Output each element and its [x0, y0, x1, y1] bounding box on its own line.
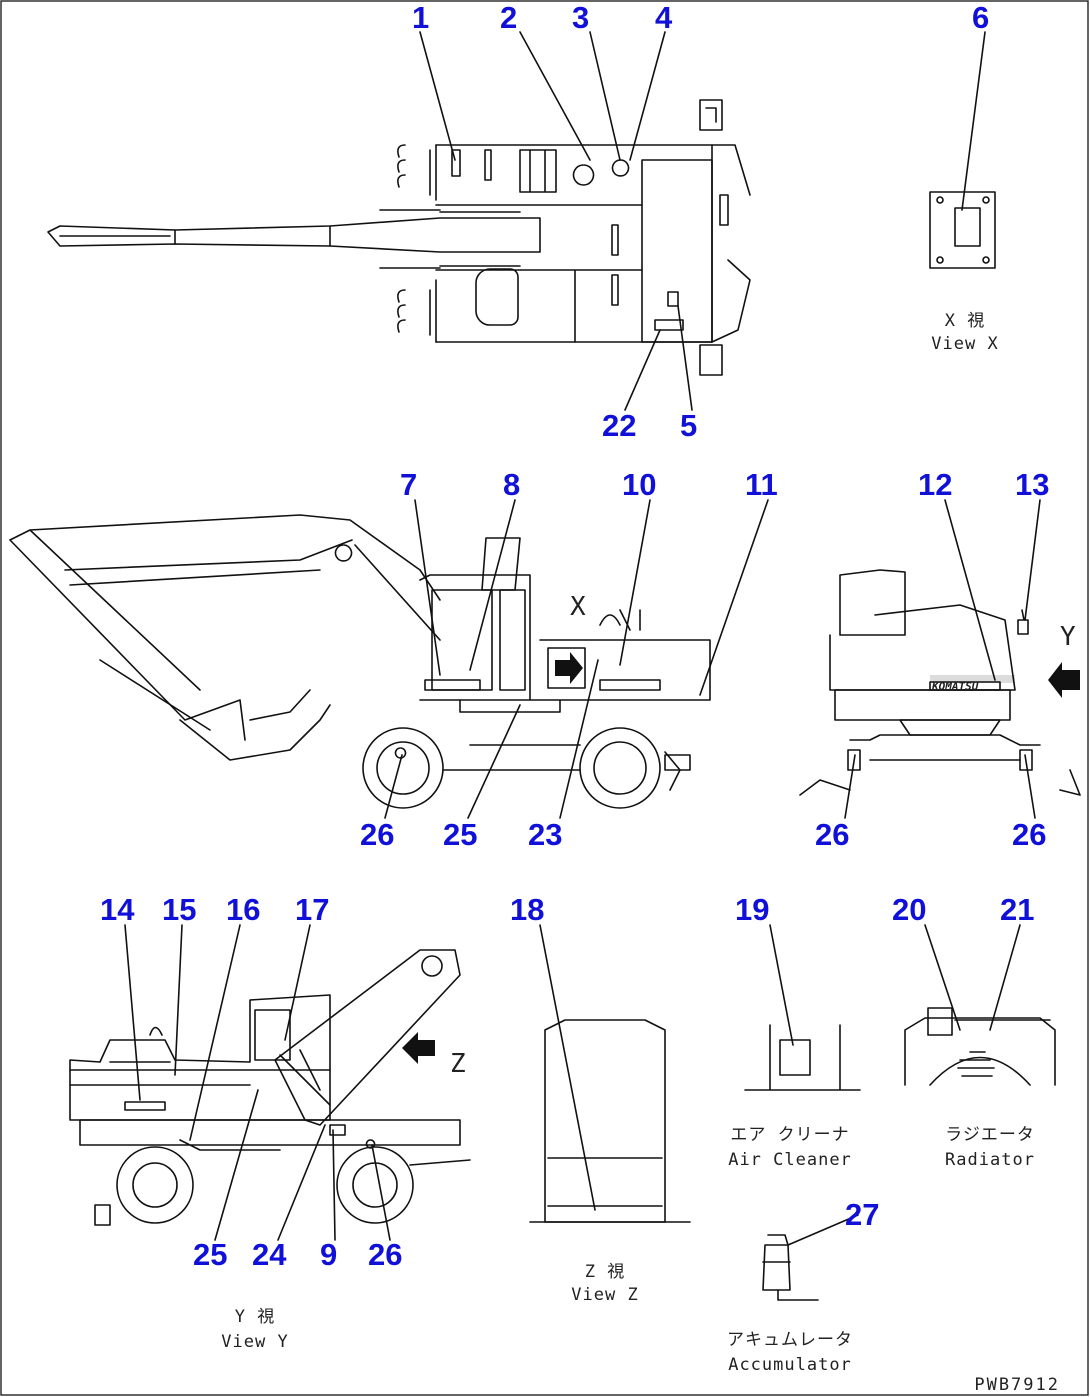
- callout-25-view-y: 25: [193, 1237, 227, 1272]
- callout-6: 6: [972, 0, 989, 35]
- callout-26-rear-left: 26: [815, 817, 849, 852]
- callout-25-side: 25: [443, 817, 477, 852]
- radiator-caption-en: Radiator: [945, 1150, 1035, 1170]
- callout-19: 19: [735, 892, 769, 927]
- accumulator-drawing: [762, 1234, 819, 1301]
- callout-8: 8: [503, 467, 520, 502]
- view-z-caption-jp: Z 視: [585, 1262, 625, 1282]
- callout-18: 18: [510, 892, 544, 927]
- view-y-caption-en: View Y: [221, 1332, 288, 1352]
- callout-5: 5: [680, 408, 697, 443]
- callout-15: 15: [162, 892, 196, 927]
- callout-3: 3: [572, 0, 589, 35]
- callout-numbers: 1 2 3 4 6 22 5 7 8 10 11 12 13 26 25 23 …: [100, 0, 1049, 1272]
- view-captions: X 視 View X Y 視 View Y Z 視 View Z エア クリーナ…: [221, 311, 1035, 1375]
- top-view-drawing: [47, 99, 751, 376]
- view-x-caption-jp: X 視: [945, 311, 985, 331]
- radiator-drawing: [904, 1007, 1056, 1086]
- accumulator-caption-jp: アキュムレータ: [727, 1330, 853, 1350]
- callout-27: 27: [845, 1197, 879, 1232]
- callout-26-side: 26: [360, 817, 394, 852]
- callout-13: 13: [1015, 467, 1049, 502]
- view-z-drawing: [529, 1019, 691, 1223]
- callout-2: 2: [500, 0, 517, 35]
- komatsu-brand-text: KOMATSU: [931, 680, 979, 693]
- callout-26-view-y: 26: [368, 1237, 402, 1272]
- view-z-caption-en: View Z: [571, 1285, 638, 1305]
- callout-1: 1: [412, 0, 429, 35]
- callout-11: 11: [745, 467, 778, 502]
- callout-10: 10: [622, 467, 656, 502]
- view-y-caption-jp: Y 視: [235, 1307, 275, 1327]
- air-cleaner-caption-jp: エア クリーナ: [730, 1125, 849, 1145]
- view-marker-x: X: [570, 592, 587, 622]
- rear-view-drawing: [799, 569, 1081, 796]
- callout-14: 14: [100, 892, 135, 927]
- view-y-drawing: [69, 949, 471, 1226]
- callout-26-rear-right: 26: [1012, 817, 1046, 852]
- callout-9: 9: [320, 1237, 337, 1272]
- leader-lines: [124, 31, 1041, 1246]
- air-cleaner-caption-en: Air Cleaner: [728, 1150, 852, 1170]
- drawing-code: PWB7912: [974, 1375, 1060, 1395]
- view-x-caption-en: View X: [931, 334, 998, 354]
- side-view-drawing: [9, 514, 711, 809]
- view-marker-z: Z: [450, 1049, 467, 1079]
- callout-23: 23: [528, 817, 562, 852]
- view-marker-y: Y: [1060, 622, 1077, 652]
- callout-21: 21: [1000, 892, 1034, 927]
- air-cleaner-drawing: [744, 1024, 861, 1091]
- callout-7: 7: [400, 467, 417, 502]
- callout-12: 12: [918, 467, 952, 502]
- callout-24: 24: [252, 1237, 287, 1272]
- callout-22: 22: [602, 408, 636, 443]
- view-markers: X Y Z KOMATSU: [450, 592, 1077, 1079]
- view-x-drawing: [929, 191, 996, 269]
- callout-4: 4: [655, 0, 673, 35]
- callout-20: 20: [892, 892, 926, 927]
- radiator-caption-jp: ラジエータ: [945, 1125, 1035, 1145]
- callout-16: 16: [226, 892, 260, 927]
- accumulator-caption-en: Accumulator: [728, 1355, 852, 1375]
- callout-17: 17: [295, 892, 329, 927]
